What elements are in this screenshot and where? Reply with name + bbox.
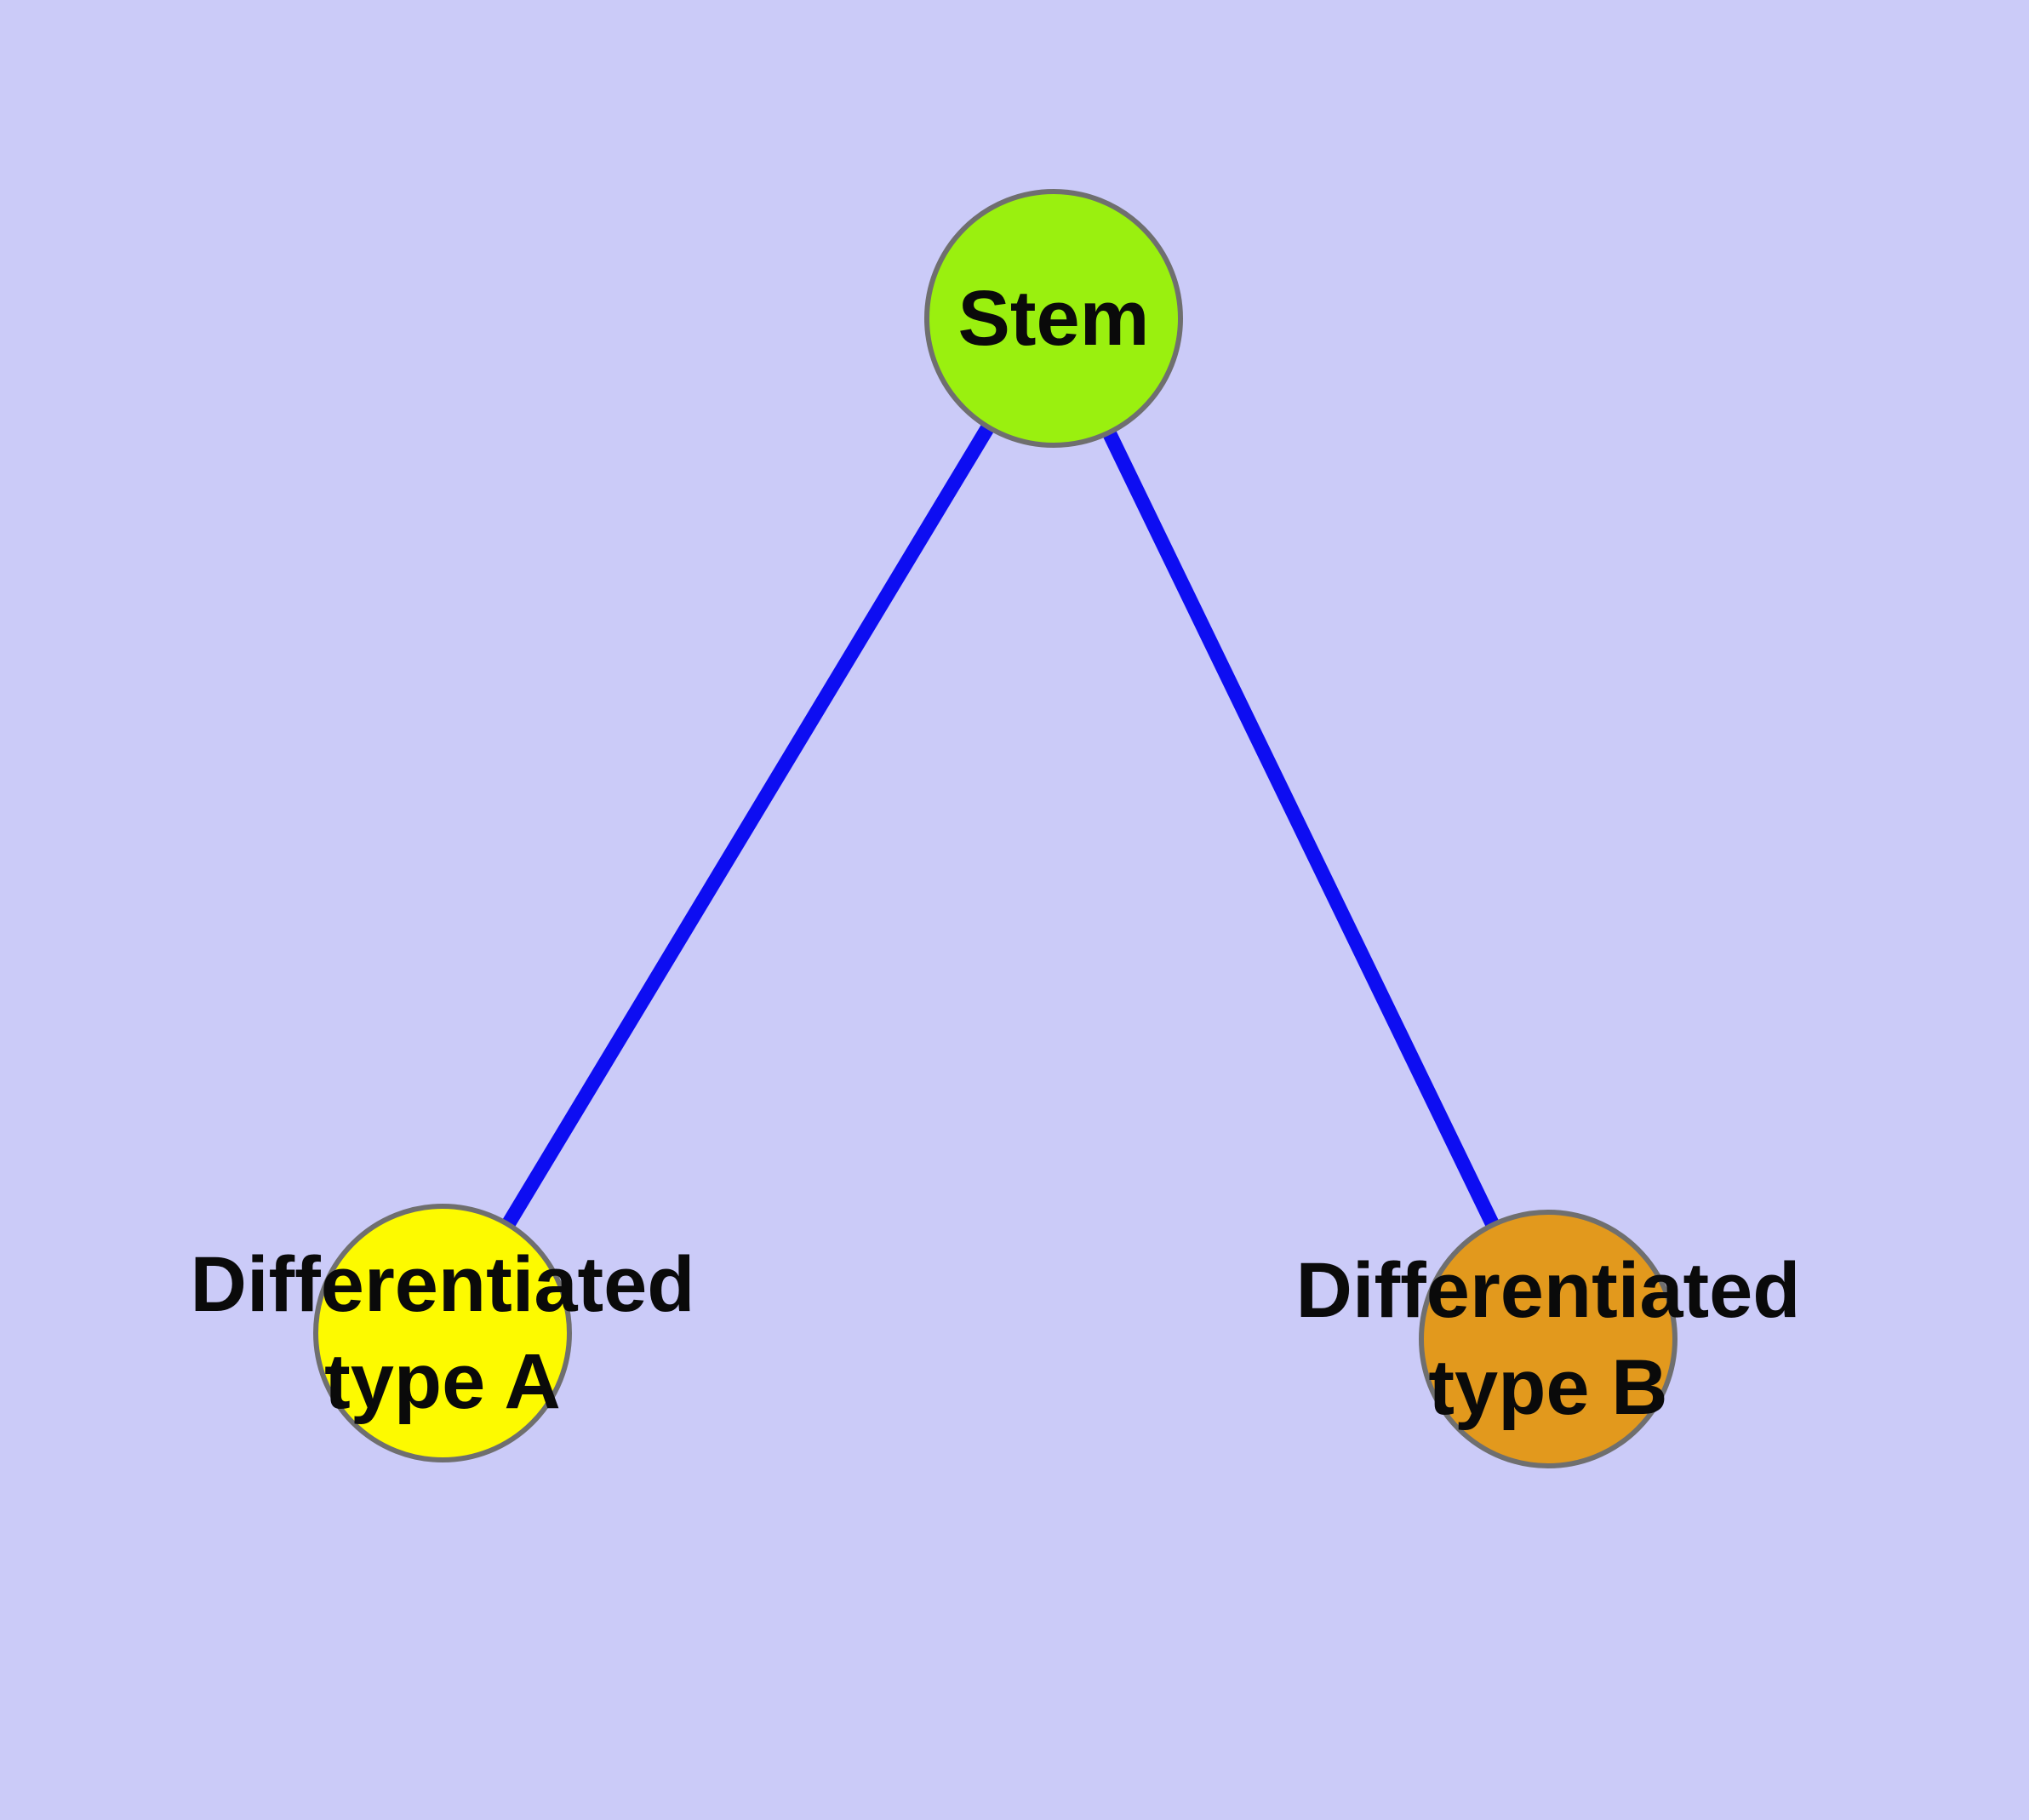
node-label-line: Differentiated <box>1295 1247 1801 1334</box>
node-stem <box>924 189 1183 448</box>
node-label-line: Differentiated <box>190 1241 695 1328</box>
node-label-line: type B <box>1428 1344 1668 1431</box>
node-label-differentiated-type-b: Differentiated type B <box>1296 1242 1801 1436</box>
node-label-line: type A <box>324 1338 561 1425</box>
node-label-differentiated-type-a: Differentiated type A <box>191 1236 695 1430</box>
node-label-line: Stem <box>957 275 1150 362</box>
node-label-stem: Stem <box>958 270 1150 367</box>
edge-stem-to-type-a <box>436 314 1060 1337</box>
node-differentiated-type-a <box>313 1204 572 1462</box>
node-differentiated-type-b <box>1419 1210 1677 1468</box>
edge-stem-to-type-b <box>1047 315 1555 1342</box>
